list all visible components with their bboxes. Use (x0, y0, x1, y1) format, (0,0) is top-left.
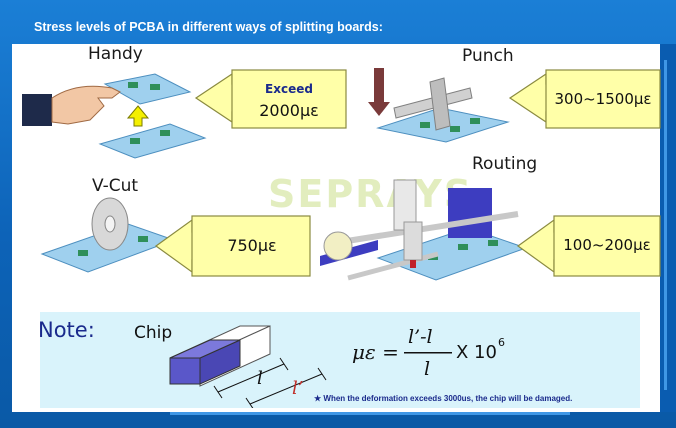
down-arrow-icon (368, 68, 390, 116)
chip-diagram (169, 325, 327, 408)
punch-callout-arrow (508, 69, 661, 129)
dimension-lines (213, 357, 327, 408)
routing-illustration (320, 179, 528, 281)
handy-callout-arrow (194, 69, 347, 129)
routing-machine-shape (320, 179, 519, 281)
note-label: Note: (38, 318, 95, 342)
routing-callout-arrow (516, 215, 661, 277)
punch-blade-shape (393, 77, 473, 131)
punch-illustration (368, 68, 510, 143)
handy-value-prefix: Exceed (265, 82, 313, 96)
chip-label: Chip (134, 323, 173, 343)
formula-lhs: με = (352, 340, 399, 364)
fraction-bar (404, 352, 452, 354)
vcut-value: 750με (227, 236, 277, 255)
punch-value: 300~1500με (554, 90, 652, 108)
dimension-l-prime: l’ (292, 378, 304, 399)
handy-illustration (22, 73, 207, 159)
handy-value: 2000με (259, 101, 319, 120)
formula-denominator: l (424, 358, 431, 380)
watermark: SEPRAYS (268, 172, 474, 216)
note-panel (40, 312, 640, 408)
chip-shape (169, 325, 271, 387)
formula-exponent: 6 (498, 336, 505, 349)
handy-label: Handy (88, 44, 143, 64)
punch-label: Punch (462, 46, 514, 66)
formula-multiplier: X 10 (456, 342, 497, 363)
handy-board-lower (98, 123, 207, 159)
hand-shape (51, 85, 121, 125)
up-arrow-icon (126, 105, 150, 127)
slide-title: Stress levels of PCBA in different ways … (34, 20, 383, 34)
vcut-callout-arrow (154, 215, 311, 277)
routing-value: 100~200με (563, 236, 651, 254)
handy-board-upper (103, 73, 192, 105)
vcut-illustration (40, 197, 176, 273)
formula-numerator: l’-l (408, 326, 433, 348)
note-footnote: ★ When the deformation exceeds 3000us, t… (314, 394, 573, 403)
routing-label: Routing (472, 154, 538, 174)
sleeve-shape (22, 94, 52, 126)
vcut-label: V-Cut (92, 176, 139, 196)
dimension-l: l (257, 368, 263, 389)
vcut-blade-shape (91, 197, 129, 251)
